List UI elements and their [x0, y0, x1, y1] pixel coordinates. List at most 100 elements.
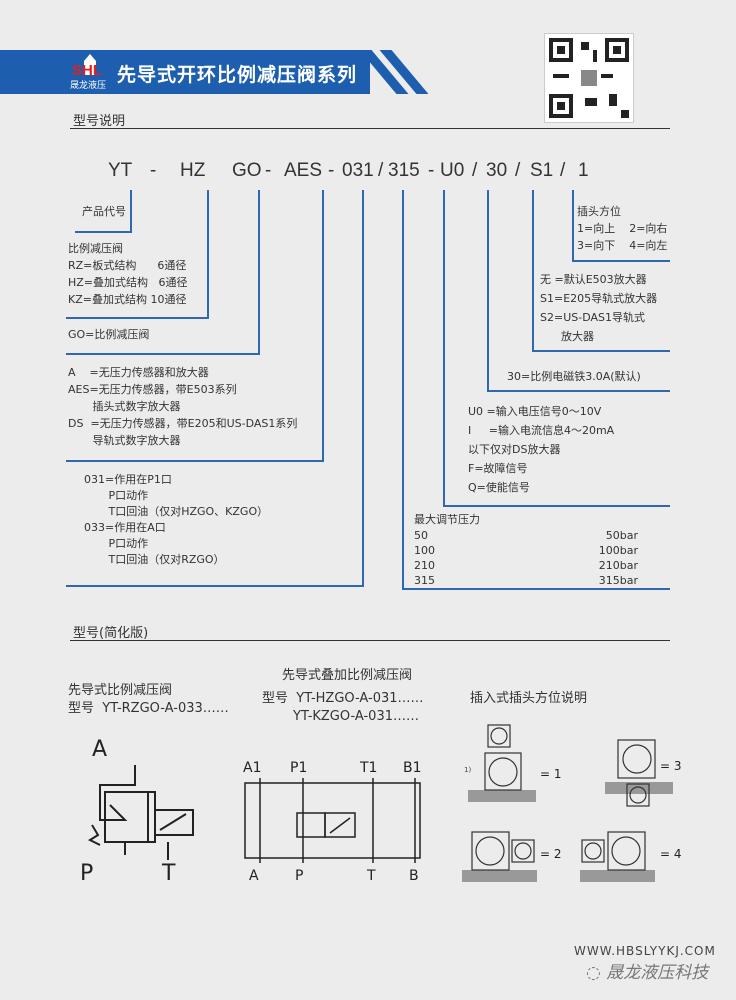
text-line: 插头方位: [577, 205, 621, 218]
text-line: 无 =默认E503放大器: [540, 273, 647, 286]
text-line: S1=E205导轨式放大器: [540, 292, 658, 305]
model-code-segment: S1: [530, 160, 554, 181]
coil-label: 30=比例电磁铁3.0A(默认): [507, 370, 641, 383]
text-line: A =无压力传感器和放大器: [68, 366, 209, 379]
footer-url: WWW.HBSLYYKJ.COM: [574, 944, 716, 958]
bracket-line: [66, 460, 324, 462]
svg-text:A: A: [92, 737, 107, 762]
bracket-line: [532, 190, 534, 351]
model-code-segment: AES: [284, 160, 323, 181]
text-line: HZ=叠加式结构 6通径: [68, 276, 188, 289]
simple-b-code2: YT-KZGO-A-031……: [293, 709, 419, 724]
bracket-line: [130, 190, 132, 232]
model-code-segment: 315: [388, 160, 420, 181]
svg-text:B: B: [409, 868, 419, 883]
product-code-label: 产品代号: [82, 205, 126, 218]
bracket-line: [402, 588, 670, 590]
pressure-code: 315: [414, 574, 435, 587]
bracket-line: [258, 190, 260, 354]
text-line: AES=无压力传感器，带E503系列: [68, 383, 237, 396]
svg-text:1): 1): [464, 766, 471, 774]
plug-orientation-diagram: = 1 = 3 = 2 = 4 1): [462, 724, 682, 882]
company-logo: SHL: [72, 54, 102, 79]
svg-text:= 2: = 2: [540, 847, 562, 861]
svg-text:= 1: = 1: [540, 767, 562, 781]
simple-a-code: 型号 YT-RZGO-A-033……: [68, 701, 229, 716]
pressure-code: 210: [414, 559, 435, 572]
text-line: T口回油（仅对HZGO、KZGO）: [84, 505, 269, 518]
bracket-line: [66, 353, 260, 355]
model-code-segment: -: [265, 160, 272, 181]
text-line: Q=使能信号: [468, 481, 530, 494]
model-code-segment: 30: [486, 160, 508, 181]
svg-text:A: A: [249, 868, 259, 883]
divider: [70, 640, 670, 641]
signal-options: U0 =输入电压信号0～10V I =输入电流信息4～20mA 以下仅对DS放大器 F…: [468, 402, 614, 497]
model-code-segment: GO: [232, 160, 262, 181]
simple-a-title: 先导式比例减压阀: [68, 683, 173, 698]
text-line: 031=作用在P1口: [84, 473, 172, 486]
svg-text:T: T: [161, 861, 176, 886]
svg-text:A1: A1: [243, 760, 261, 776]
bracket-line: [443, 190, 445, 506]
bracket-line: [66, 585, 364, 587]
simple-b-title: 先导式叠加比例减压阀: [282, 668, 413, 683]
pressure-value: 50bar: [605, 529, 638, 542]
model-code-segment: 1: [578, 160, 589, 181]
bracket-line: [532, 350, 670, 352]
logo-text: 晟龙液压: [70, 81, 107, 91]
text-line: RZ=板式结构 6通径: [68, 259, 187, 272]
text-line: 3=向下 4=向左: [577, 239, 668, 252]
svg-text:B1: B1: [403, 760, 422, 776]
model-code-segment: -: [328, 160, 335, 181]
model-code-segment: HZ: [180, 160, 206, 181]
bracket-line: [572, 190, 574, 261]
port-options: 031=作用在P1口 P口动作 T口回油（仅对HZGO、KZGO）033=作用在…: [84, 472, 268, 568]
model-code-segment: -: [428, 160, 435, 181]
model-code-segment: 031: [342, 160, 374, 181]
text-line: I =输入电流信息4～20mA: [468, 424, 615, 437]
valve-symbol-rzgo: A P T: [80, 737, 194, 886]
simple-b-code1: 型号 YT-HZGO-A-031……: [262, 691, 424, 706]
bracket-line: [362, 190, 364, 586]
svg-text:P: P: [295, 868, 303, 883]
footer-brand: ◌ 晟龙液压科技: [586, 963, 709, 983]
section-title-model: 型号说明: [73, 114, 126, 129]
sensor-options: A =无压力传感器和放大器 AES=无压力传感器，带E503系列 插头式数字放大器…: [68, 364, 297, 449]
svg-text:= 4: = 4: [660, 847, 682, 861]
svg-text:T: T: [366, 868, 376, 883]
text-line: P口动作: [84, 537, 149, 550]
model-code-segment: /: [560, 160, 566, 181]
bracket-line: [487, 390, 670, 392]
svg-text:= 3: = 3: [660, 759, 682, 773]
go-label: GO=比例减压阀: [68, 328, 150, 341]
text-line: T口回油（仅对RZGO）: [84, 553, 225, 566]
text-line: DS =无压力传感器，带E205和US-DAS1系列: [68, 417, 298, 430]
bracket-line: [443, 505, 670, 507]
bracket-line: [487, 190, 489, 391]
text-line: S2=US-DAS1导轨式: [540, 311, 645, 324]
text-line: P口动作: [84, 489, 149, 502]
text-line: 1=向上 2=向右: [577, 222, 668, 235]
model-code-segment: YT: [108, 160, 133, 181]
bracket-line: [207, 190, 209, 319]
text-line: F=故障信号: [468, 462, 528, 475]
pressure-row: 50 50bar: [414, 528, 638, 543]
pressure-title: 最大调节压力: [414, 513, 480, 526]
text-line: 以下仅对DS放大器: [468, 443, 561, 456]
page-title: 先导式开环比例减压阀系列: [117, 64, 358, 86]
text-line: 插头式数字放大器: [68, 400, 181, 413]
text-line: U0 =输入电压信号0～10V: [468, 405, 602, 418]
model-code-segment: /: [515, 160, 521, 181]
wechat-icon: ◌: [586, 963, 607, 983]
svg-text:P1: P1: [290, 760, 307, 776]
model-code-segment: /: [472, 160, 478, 181]
pressure-code: 50: [414, 529, 428, 542]
section-title-simple: 型号(简化版): [73, 626, 149, 641]
